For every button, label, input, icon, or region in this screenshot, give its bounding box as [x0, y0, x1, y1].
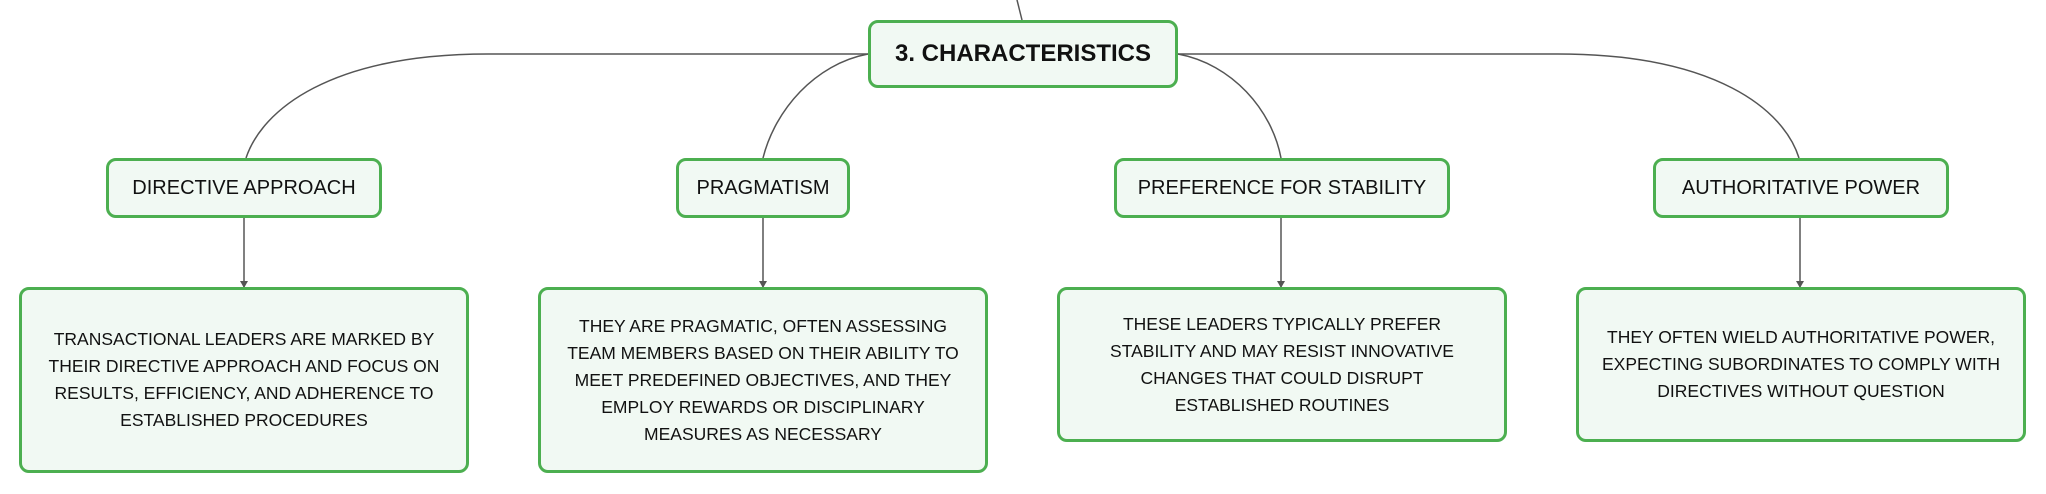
branch-label: AUTHORITATIVE POWER	[1681, 176, 1921, 199]
detail-text: THESE LEADERS TYPICALLY PREFER STABILITY…	[1110, 313, 1454, 415]
branch-label: PRAGMATISM	[696, 176, 830, 199]
branch-node-authoritative-power[interactable]: AUTHORITATIVE POWER	[1653, 158, 1949, 218]
root-node[interactable]: 3. CHARACTERISTICS	[868, 20, 1178, 88]
connector-root-stability	[1177, 53, 1282, 159]
arrowhead-pragmatism	[759, 281, 767, 288]
detail-node-pragmatism[interactable]: THEY ARE PRAGMATIC, OFTEN ASSESSING TEAM…	[538, 287, 988, 473]
arrowhead-authoritative	[1796, 281, 1804, 288]
detail-node-directive-approach[interactable]: TRANSACTIONAL LEADERS ARE MARKED BY THEI…	[19, 287, 469, 473]
detail-text: THEY OFTEN WIELD AUTHORITATIVE POWER, EX…	[1601, 327, 2001, 401]
detail-text: TRANSACTIONAL LEADERS ARE MARKED BY THEI…	[48, 329, 440, 430]
root-title: 3. CHARACTERISTICS	[894, 40, 1152, 67]
detail-node-preference-for-stability[interactable]: THESE LEADERS TYPICALLY PREFER STABILITY…	[1057, 287, 1507, 442]
branch-node-preference-for-stability[interactable]: PREFERENCE FOR STABILITY	[1114, 158, 1450, 218]
branch-node-pragmatism[interactable]: PRAGMATISM	[676, 158, 850, 218]
connector-root-authoritative	[1178, 53, 1800, 159]
branch-label: DIRECTIVE APPROACH	[132, 176, 356, 199]
connector-root-pragmatism	[762, 53, 869, 159]
detail-node-authoritative-power[interactable]: THEY OFTEN WIELD AUTHORITATIVE POWER, EX…	[1576, 287, 2026, 442]
arrowhead-stability	[1277, 281, 1285, 288]
connector-from-parent	[1016, 0, 1023, 21]
connector-root-directive	[245, 53, 868, 159]
detail-text: THEY ARE PRAGMATIC, OFTEN ASSESSING TEAM…	[567, 315, 959, 444]
branch-label: PREFERENCE FOR STABILITY	[1137, 176, 1427, 199]
branch-node-directive-approach[interactable]: DIRECTIVE APPROACH	[106, 158, 382, 218]
arrowhead-directive	[240, 281, 248, 288]
